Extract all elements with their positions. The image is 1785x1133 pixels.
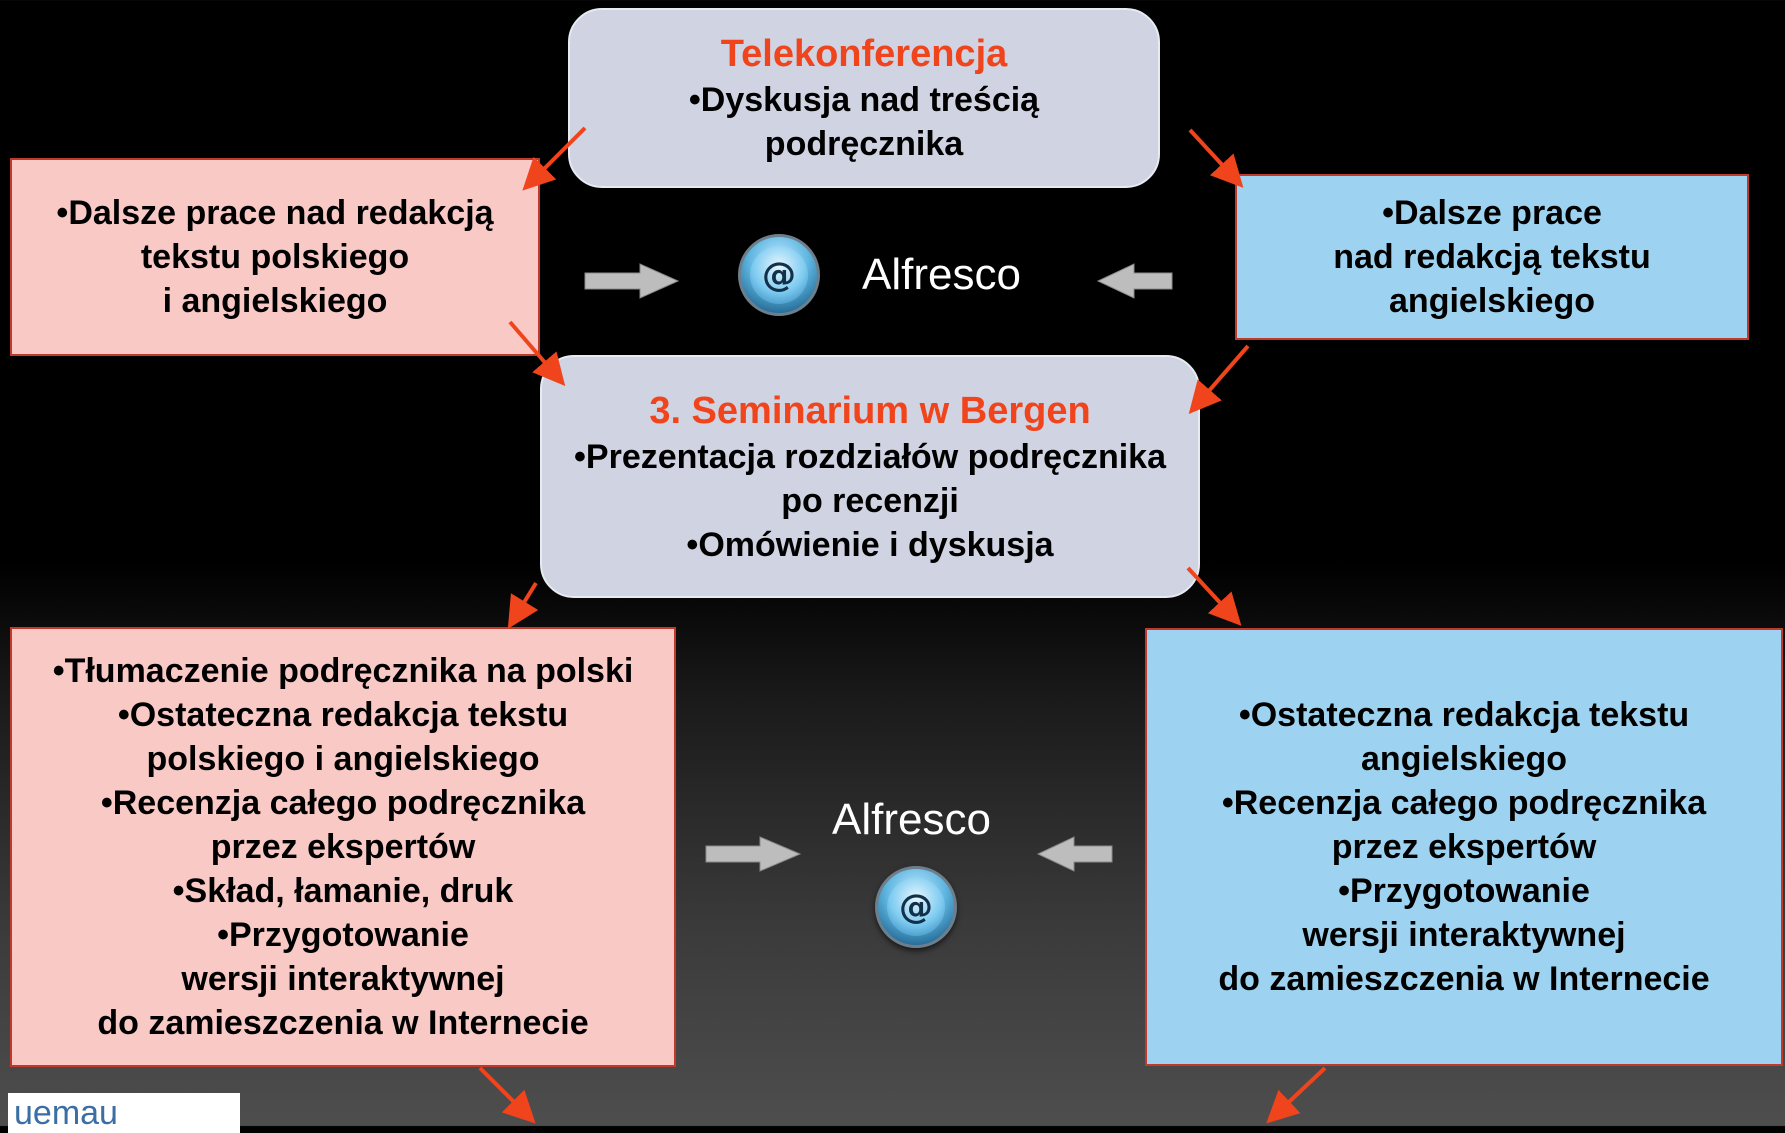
right-lower-line-4: przez ekspertów [1331,828,1597,866]
right-lower-line-2: angielskiego [1361,740,1567,778]
right-lower-line-3: •Recenzja całego podręcznika [1221,784,1707,822]
right-upper-line-1: •Dalsze prace [1382,194,1602,232]
right-lower-line-6: wersji interaktywnej [1302,916,1626,954]
logo: uemau [8,1093,240,1133]
right-upper-box: •Dalsze prace nad redakcją tekstu angiel… [1235,174,1749,340]
left-lower-line-5: przez ekspertów [210,828,476,866]
left-lower-box: •Tłumaczenie podręcznika na polski •Osta… [10,627,676,1067]
grey-arrow-lower-right [1036,836,1113,872]
left-lower-line-7: •Przygotowanie [217,916,469,954]
right-upper-line-3: angielskiego [1389,282,1595,320]
red-arrow-bottom-right [1266,1066,1327,1124]
red-arrow-left-to-seminar [508,320,566,387]
left-upper-line-1: •Dalsze prace nad redakcją [56,194,494,232]
red-arrow-seminar-left [507,581,539,629]
alfresco-lower-at-icon: @ [875,866,957,948]
seminar-title: 3. Seminarium w Bergen [649,389,1091,432]
left-lower-line-3: polskiego i angielskiego [146,740,540,778]
grey-arrow-upper-right [1096,263,1173,299]
teleconference-line-1: •Dyskusja nad treścią [688,81,1040,119]
alfresco-lower-label: Alfresco [832,795,991,844]
seminar-line-1: •Prezentacja rozdziałów podręcznika [574,437,1166,476]
right-upper-line-2: nad redakcją tekstu [1333,238,1651,276]
seminar-line-3: •Omówienie i dyskusja [686,525,1054,564]
red-arrow-top-right [1188,128,1244,188]
seminar-box: 3. Seminarium w Bergen •Prezentacja rozd… [540,355,1200,598]
red-arrow-right-to-seminar [1188,344,1250,415]
teleconference-box: Telekonferencja •Dyskusja nad treścią po… [568,8,1160,188]
right-lower-line-1: •Ostateczna redakcja tekstu [1238,696,1690,734]
red-arrow-bottom-left [478,1066,536,1124]
left-upper-line-3: i angielskiego [162,282,388,320]
red-arrow-top-left [522,126,587,191]
left-lower-line-4: •Recenzja całego podręcznika [100,784,586,822]
right-lower-line-5: •Przygotowanie [1338,872,1590,910]
left-lower-line-1: •Tłumaczenie podręcznika na polski [52,652,634,690]
left-upper-box: •Dalsze prace nad redakcją tekstu polski… [10,158,540,356]
left-upper-line-2: tekstu polskiego [140,238,410,276]
teleconference-line-2: podręcznika [764,125,964,163]
left-lower-line-2: •Ostateczna redakcja tekstu [117,696,569,734]
red-arrow-seminar-right [1186,566,1242,626]
grey-arrow-lower-left [705,836,802,872]
right-lower-line-7: do zamieszczenia w Internecie [1218,960,1710,998]
alfresco-upper-at-icon: @ [738,234,820,316]
grey-arrow-upper-left [584,263,680,299]
alfresco-upper-label: Alfresco [862,250,1021,299]
left-lower-line-8: wersji interaktywnej [181,960,505,998]
right-lower-box: •Ostateczna redakcja tekstu angielskiego… [1145,628,1783,1066]
left-lower-line-6: •Skład, łamanie, druk [172,872,514,910]
seminar-line-2: po recenzji [781,481,959,520]
left-lower-line-9: do zamieszczenia w Internecie [97,1004,589,1042]
teleconference-title: Telekonferencja [720,33,1008,75]
